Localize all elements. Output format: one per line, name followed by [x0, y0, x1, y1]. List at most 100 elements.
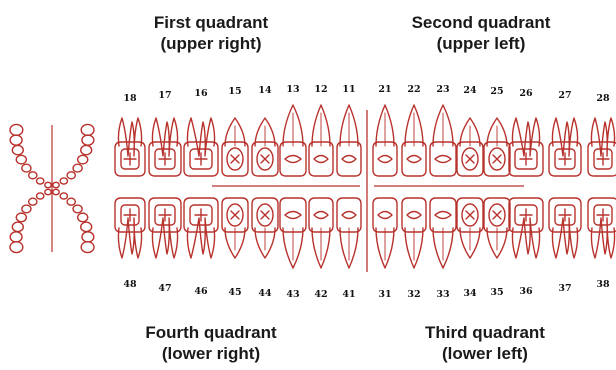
- lower-arch-tooth: [81, 242, 94, 253]
- tooth-32: 32: [402, 198, 426, 300]
- lower-arch-tooth: [82, 232, 94, 242]
- upper-arch-tooth: [37, 178, 44, 184]
- tooth-35: 35: [484, 198, 510, 298]
- tooth-45-fissure: [231, 211, 239, 219]
- lower-arch-tooth: [73, 205, 82, 213]
- lower-arch-tooth: [60, 193, 67, 199]
- tooth-number-48: 48: [123, 279, 137, 290]
- tooth-21-edge: [378, 156, 392, 163]
- tooth-23-edge: [435, 156, 451, 163]
- tooth-42: 42: [309, 198, 333, 300]
- upper-arch-tooth: [10, 124, 23, 135]
- upper-arch-tooth: [81, 145, 92, 154]
- tooth-33-edge: [435, 212, 451, 219]
- tooth-15: 15: [222, 86, 248, 176]
- tooth-number-33: 33: [436, 289, 449, 300]
- upper-teeth-row: 18 17 16 15 14 13 12 11 21 22 23 24 25 26 27 28: [115, 84, 616, 176]
- tooth-42-crown: [309, 198, 333, 232]
- tooth-27: 27: [549, 90, 581, 176]
- tooth-23-crown: [430, 142, 456, 176]
- tooth-number-37: 37: [558, 283, 571, 294]
- lower-arch-tooth: [81, 222, 92, 231]
- tooth-13-edge: [285, 156, 301, 163]
- lower-arch-tooth: [78, 213, 88, 222]
- lower-arch-tooth: [10, 232, 22, 242]
- tooth-47: 47: [149, 198, 181, 294]
- tooth-24-fissure: [466, 155, 474, 163]
- tooth-11: 11: [337, 84, 361, 176]
- tooth-number-42: 42: [314, 289, 327, 300]
- tooth-number-24: 24: [463, 85, 477, 96]
- tooth-21-crown: [373, 142, 397, 176]
- tooth-18: 18: [115, 93, 145, 176]
- tooth-25: 25: [484, 86, 510, 176]
- tooth-21: 21: [373, 84, 397, 176]
- tooth-43-edge: [285, 212, 301, 219]
- upper-arch-tooth: [60, 178, 67, 184]
- tooth-number-16: 16: [194, 88, 208, 99]
- tooth-number-15: 15: [228, 86, 241, 97]
- upper-arch-tooth: [29, 172, 37, 179]
- tooth-number-31: 31: [378, 289, 391, 300]
- tooth-15-fissure: [231, 155, 239, 163]
- tooth-number-38: 38: [596, 279, 610, 290]
- tooth-number-46: 46: [194, 286, 208, 297]
- tooth-12-edge: [314, 156, 328, 163]
- tooth-14: 14: [252, 85, 278, 176]
- tooth-number-35: 35: [490, 287, 503, 298]
- upper-arch-tooth: [73, 164, 82, 172]
- tooth-13: 13: [280, 84, 306, 176]
- tooth-43-crown: [280, 198, 306, 232]
- tooth-number-27: 27: [558, 90, 571, 101]
- upper-arch-tooth: [81, 124, 94, 135]
- tooth-number-14: 14: [258, 85, 272, 96]
- tooth-41-crown: [337, 198, 361, 232]
- tooth-12-crown: [309, 142, 333, 176]
- tooth-number-18: 18: [123, 93, 137, 104]
- tooth-32-crown: [402, 198, 426, 232]
- tooth-35-fissure: [493, 211, 501, 219]
- upper-arch-tooth: [78, 155, 88, 164]
- tooth-number-45: 45: [228, 287, 241, 298]
- tooth-number-28: 28: [596, 93, 610, 104]
- lower-arch-tooth: [10, 242, 23, 253]
- tooth-12: 12: [309, 84, 333, 176]
- tooth-38: 38: [588, 198, 616, 290]
- tooth-number-36: 36: [519, 286, 533, 297]
- tooth-number-26: 26: [519, 88, 533, 99]
- lower-teeth-row: 48474645444342413132333435363738: [115, 198, 616, 300]
- tooth-32-edge: [407, 212, 421, 219]
- dental-arch-icon: [10, 124, 94, 252]
- lower-arch-tooth: [45, 189, 51, 194]
- tooth-28: 28: [588, 93, 616, 176]
- tooth-number-34: 34: [463, 288, 477, 299]
- tooth-22: 22: [402, 84, 426, 176]
- lower-arch-tooth: [67, 198, 75, 205]
- tooth-number-32: 32: [407, 289, 420, 300]
- tooth-31: 31: [373, 198, 397, 300]
- upper-arch-tooth: [12, 145, 23, 154]
- tooth-23: 23: [430, 84, 456, 176]
- tooth-43: 43: [280, 198, 306, 300]
- tooth-number-22: 22: [407, 84, 420, 95]
- tooth-24: 24: [457, 85, 483, 176]
- tooth-number-21: 21: [378, 84, 391, 95]
- tooth-41-edge: [342, 212, 356, 219]
- tooth-13-crown: [280, 142, 306, 176]
- tooth-17: 17: [149, 90, 181, 176]
- tooth-34-fissure: [466, 211, 474, 219]
- tooth-42-edge: [314, 212, 328, 219]
- tooth-number-44: 44: [258, 288, 272, 299]
- tooth-number-43: 43: [286, 289, 299, 300]
- tooth-number-23: 23: [436, 84, 449, 95]
- tooth-25-fissure: [493, 155, 501, 163]
- tooth-22-crown: [402, 142, 426, 176]
- tooth-45: 45: [222, 198, 248, 298]
- tooth-31-edge: [378, 212, 392, 219]
- tooth-number-12: 12: [314, 84, 327, 95]
- lower-arch-tooth: [37, 193, 44, 199]
- tooth-number-47: 47: [158, 283, 171, 294]
- upper-arch-tooth: [45, 182, 51, 187]
- tooth-46: 46: [184, 198, 218, 297]
